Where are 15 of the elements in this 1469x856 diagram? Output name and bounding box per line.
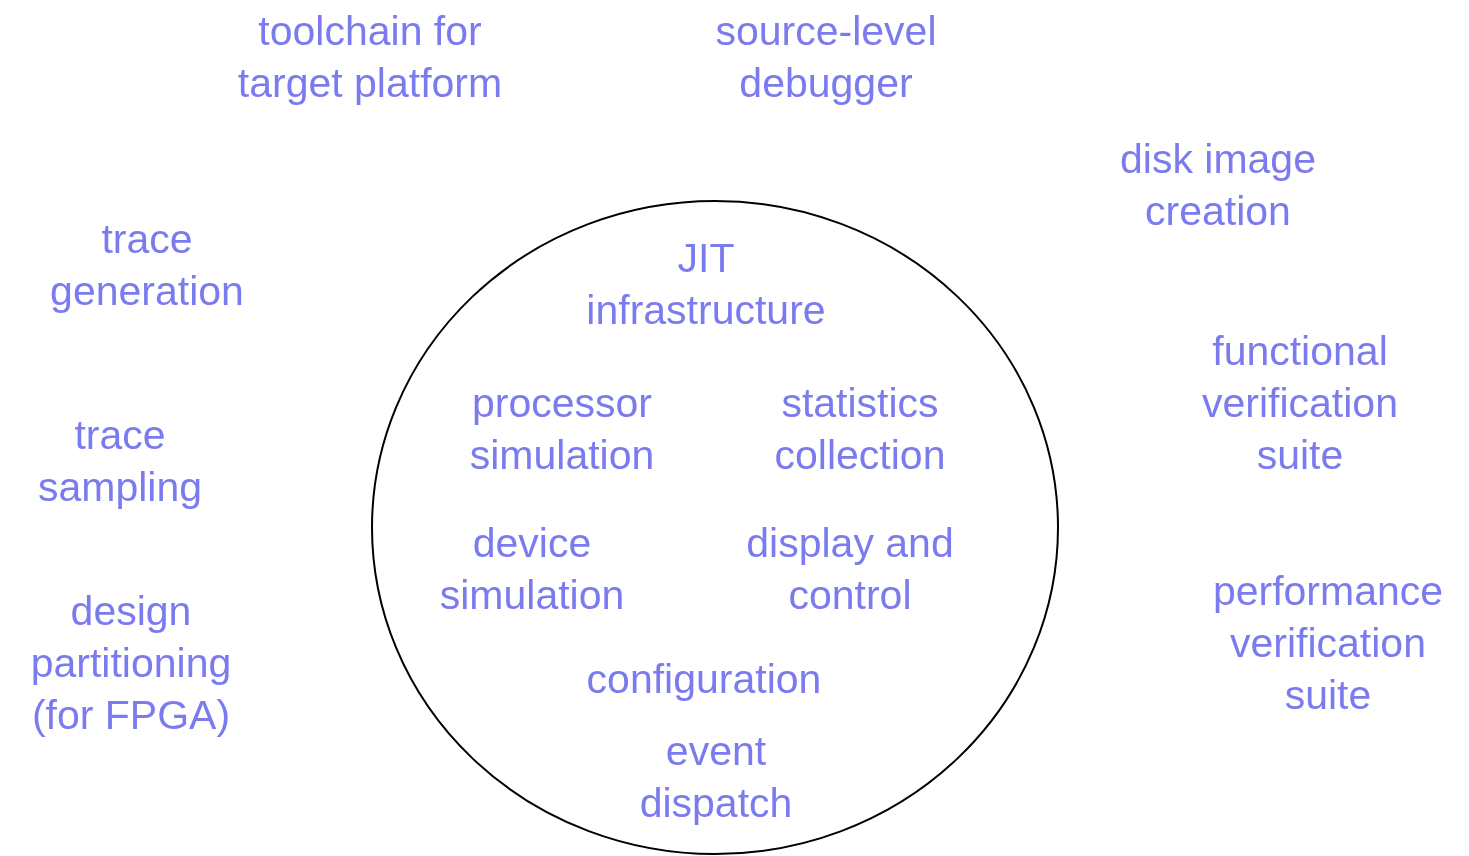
feature-label: design partitioning (for FPGA) — [29, 587, 233, 740]
feature-label: performance verification suite — [1211, 567, 1445, 720]
feature-label: functional verification suite — [1201, 327, 1399, 480]
feature-label: trace sampling — [36, 411, 204, 512]
component-label: processor simulation — [468, 379, 656, 480]
component-label: statistics collection — [773, 379, 947, 480]
component-label: configuration — [585, 655, 823, 704]
feature-label: source-level debugger — [714, 7, 938, 108]
component-label: device simulation — [438, 519, 626, 620]
feature-label: trace generation — [49, 215, 245, 316]
feature-label: disk image creation — [1119, 135, 1317, 236]
component-label: display and control — [745, 519, 955, 620]
component-label: JIT infrastructure — [585, 234, 827, 335]
component-label: event dispatch — [638, 727, 794, 828]
feature-label: toolchain for target platform — [236, 7, 504, 108]
